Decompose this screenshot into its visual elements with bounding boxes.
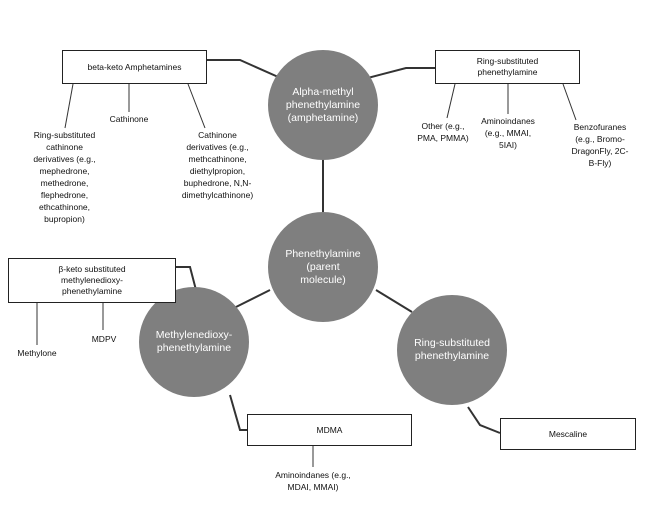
label-methylone: Methylone [17, 348, 57, 358]
circle-left: Methylenedioxy- phenethylamine [139, 287, 249, 397]
link-center-right [375, 289, 413, 313]
box-beta-keto-methylenedioxy: β-keto substituted methylenedioxy- phene… [8, 258, 176, 303]
link-right-mescaline [467, 406, 501, 434]
circle-center: Phenethylamine (parent molecule) [268, 212, 378, 322]
label-cathinone-derivatives: Cathinone derivatives (e.g., methcathino… [181, 130, 254, 200]
label-ring-cathinone: Ring-substituted cathinone derivatives (… [33, 130, 96, 224]
box-beta-keto-amphetamines-label: beta-keto Amphetamines [87, 61, 182, 72]
box-ring-substituted-top: Ring-substituted phenethylamine [435, 50, 580, 84]
circle-top: Alpha-methyl phenethylamine (amphetamine… [268, 50, 378, 160]
circle-right-label: Ring-substituted phenethylamine [414, 337, 490, 362]
box-beta-keto-methylenedioxy-label: β-keto substituted methylenedioxy- phene… [58, 264, 126, 296]
label-mdpv: MDPV [91, 334, 117, 344]
label-aminoindanes-top: Aminoindanes (e.g., MMAI, 5IAI) [481, 116, 535, 150]
link-betaketo-top [207, 59, 286, 81]
box-mdma-label: MDMA [316, 424, 343, 435]
link-ringsub-top [359, 67, 435, 81]
label-cathinone: Cathinone [109, 114, 149, 124]
label-benzofuranes: Benzofuranes (e.g., Bromo- DragonFly, 2C… [571, 122, 629, 168]
box-mdma: MDMA [247, 414, 412, 446]
circle-left-label: Methylenedioxy- phenethylamine [155, 329, 233, 354]
circle-right: Ring-substituted phenethylamine [397, 295, 507, 405]
box-beta-keto-amphetamines: beta-keto Amphetamines [62, 50, 207, 84]
tick-benzofuranes [562, 83, 577, 121]
tick-ring-cathinone [64, 83, 74, 129]
box-mescaline-label: Mescaline [548, 428, 588, 439]
link-bkmd-left [176, 266, 197, 291]
label-aminoindanes-bottom: Aminoindanes (e.g., MDAI, MMAI) [275, 470, 351, 492]
label-other: Other (e.g., PMA, PMMA) [417, 121, 469, 143]
box-mescaline: Mescaline [500, 418, 636, 450]
circle-top-label: Alpha-methyl phenethylamine (amphetamine… [285, 85, 361, 124]
link-left-mdma [229, 394, 247, 431]
box-ring-substituted-top-label: Ring-substituted phenethylamine [476, 56, 539, 77]
circle-center-label: Phenethylamine (parent molecule) [285, 247, 361, 286]
tick-cathinone-deriv [187, 83, 206, 129]
tick-other [446, 83, 456, 119]
